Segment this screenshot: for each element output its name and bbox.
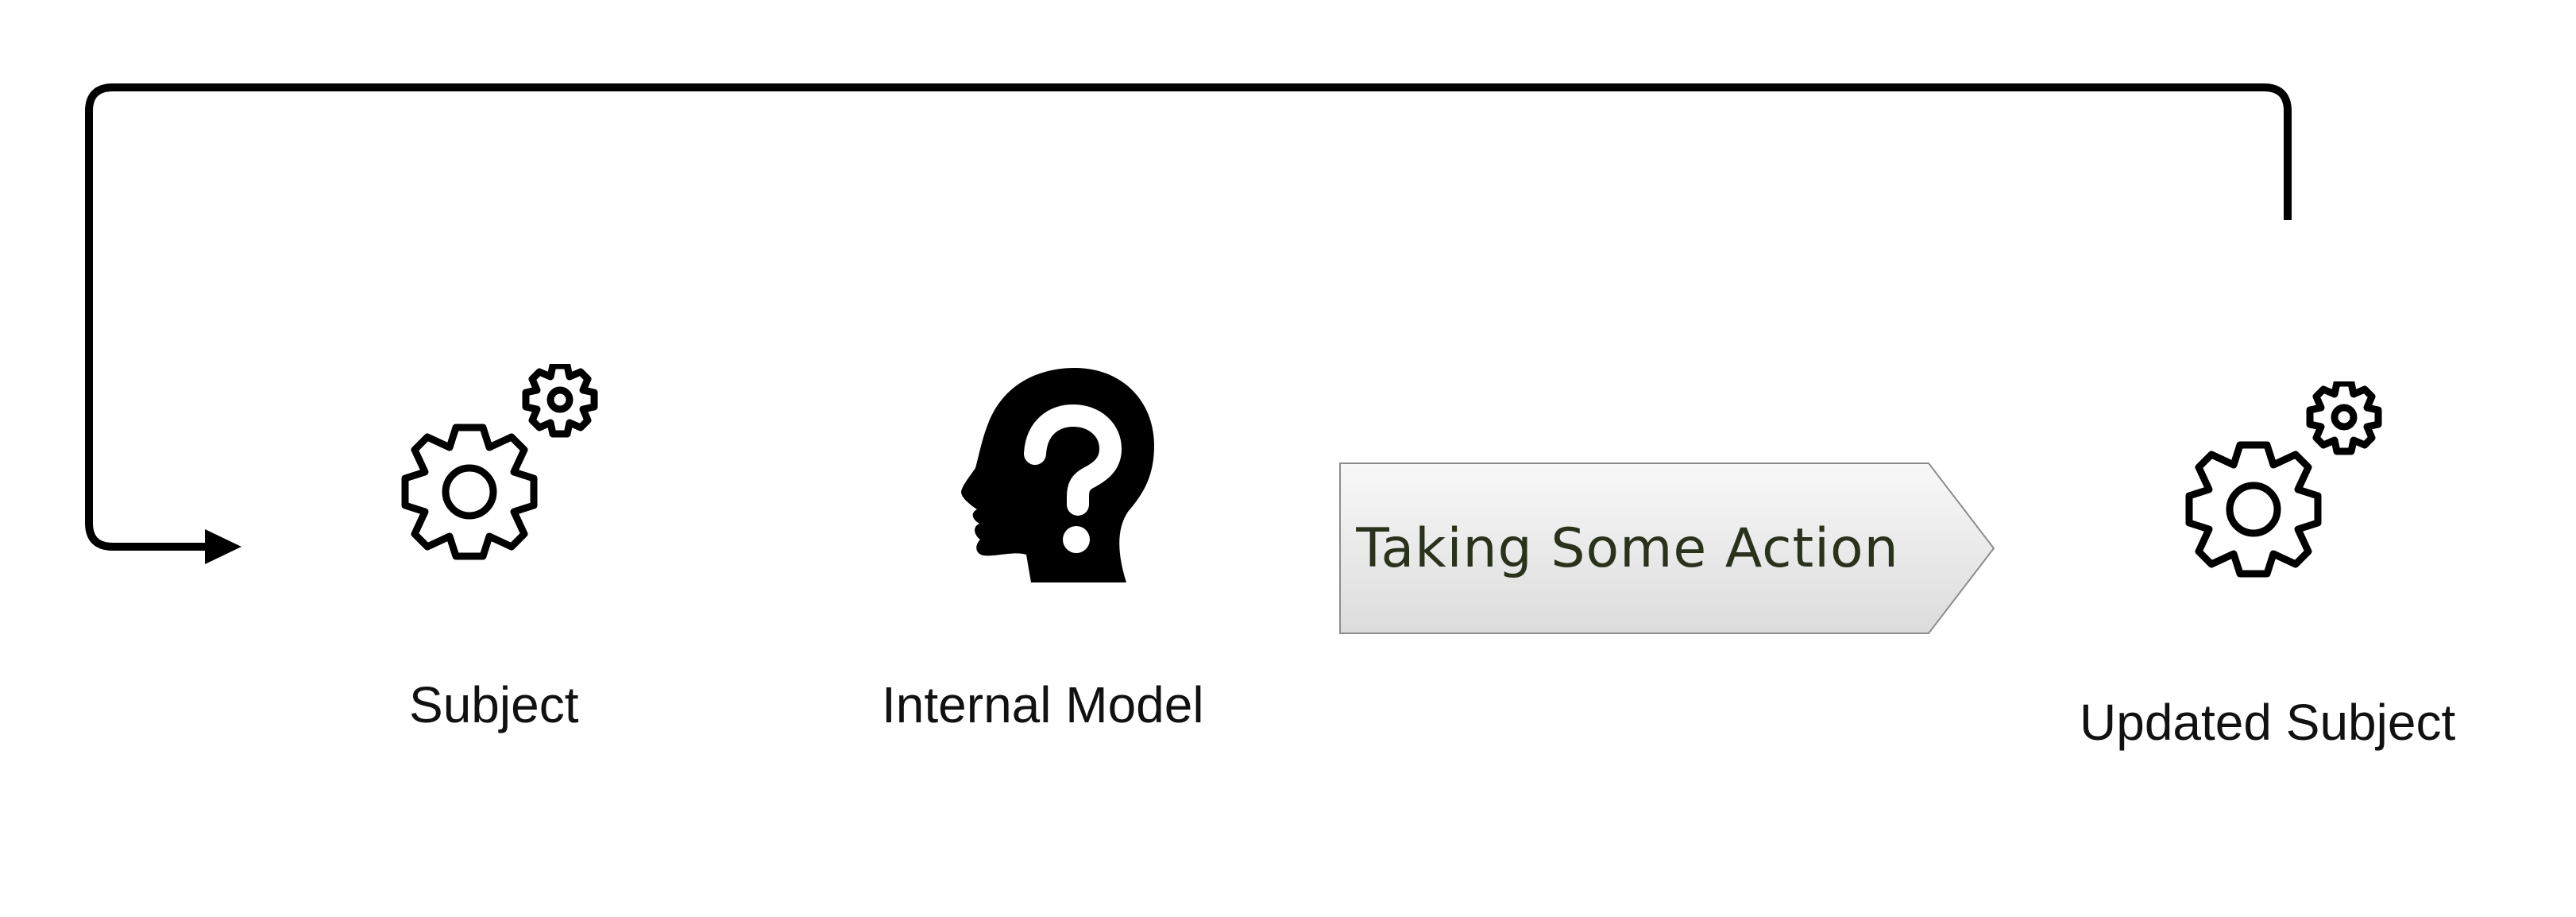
action-step: Taking Some Action [1339,462,1995,634]
chevron-shape [1339,462,1995,634]
gears-icon [401,364,598,560]
action-label: Taking Some Action [1356,517,1899,580]
gears-icon [2185,381,2382,578]
internal-model-label: Internal Model [882,676,1204,733]
loop-connector-line [85,83,2292,551]
subject-label: Subject [409,676,579,733]
head-question-icon [961,368,1154,582]
arrowhead-icon [205,529,241,564]
updated-subject-label: Updated Subject [2080,694,2456,751]
